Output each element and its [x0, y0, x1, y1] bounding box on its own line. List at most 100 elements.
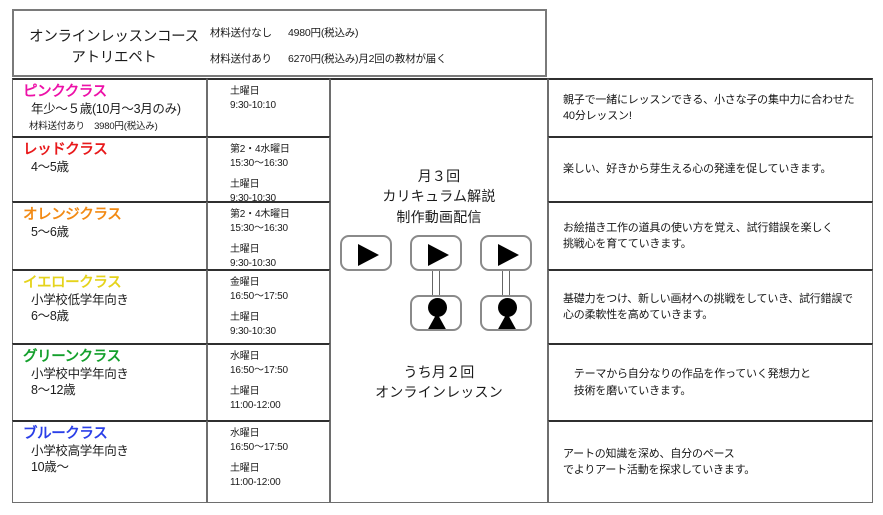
- class-name: オレンジクラス: [23, 207, 122, 223]
- schedule-day: 土曜日: [230, 386, 260, 397]
- schedule-day: 土曜日: [230, 463, 260, 474]
- schedule-day: 土曜日: [230, 244, 260, 255]
- schedule-entry: 第2・4水曜日 15:30〜16:30: [230, 143, 329, 170]
- schedule-time: 9:30-10:30: [230, 192, 276, 204]
- play-icon-box[interactable]: [340, 235, 392, 271]
- description-row[interactable]: 親子で一緒にレッスンできる、小さな子の集中力に合わせた 40分レッスン!: [548, 78, 873, 136]
- price-label: 材料送付なし: [210, 27, 272, 39]
- price-row: 材料送付あり 6270円(税込み)月2回の教材が届く: [210, 51, 540, 66]
- schedule-row[interactable]: 金曜日 16:50〜17:50 土曜日 9:30-10:30: [207, 269, 330, 343]
- schedule-day: 金曜日: [230, 277, 260, 288]
- description-text: 親子で一緒にレッスンできる、小さな子の集中力に合わせた 40分レッスン!: [563, 93, 855, 123]
- description-text: テーマから自分なりの作品を作っていく発想力と 技術を磨いていきます。: [573, 368, 811, 397]
- person-icon-head: [498, 298, 517, 317]
- schedule-time: 11:00-12:00: [230, 399, 281, 411]
- class-row[interactable]: イエロークラス小学校低学年向き 6〜8歳: [12, 269, 207, 343]
- connector-line: [432, 271, 440, 295]
- course-title: オンラインレッスンコース アトリエペト: [29, 29, 199, 67]
- class-age: 小学校低学年向き 6〜8歳: [31, 293, 129, 324]
- video-panel: 月３回 カリキュラム解説 制作動画配信 うち月２回 オンラインレッスン: [330, 78, 548, 503]
- class-age: 5〜6歳: [31, 225, 69, 240]
- price-row: 材料送付なし 4980円(税込み): [210, 25, 540, 40]
- description-row[interactable]: 楽しい、好きから芽生える心の発達を促していきます。: [548, 136, 873, 201]
- description-row[interactable]: お絵描き工作の道具の使い方を覚え、試行錯誤を楽しく 挑戦心を育てていきます。: [548, 201, 873, 269]
- schedule-day: 土曜日: [230, 86, 260, 97]
- person-icon-body: [497, 313, 517, 329]
- person-icon-box[interactable]: [410, 295, 462, 331]
- schedule-day: 土曜日: [230, 312, 260, 323]
- description-column: 親子で一緒にレッスンできる、小さな子の集中力に合わせた 40分レッスン! 楽しい、…: [548, 78, 873, 503]
- video-panel-footer: うち月２回 オンラインレッスン: [375, 364, 503, 401]
- class-row[interactable]: レッドクラス 4〜5歳: [12, 136, 207, 201]
- schedule-time: 16:50〜17:50: [230, 364, 288, 376]
- play-icon: [428, 244, 449, 266]
- description-text: お絵描き工作の道具の使い方を覚え、試行錯誤を楽しく 挑戦心を育てていきます。: [563, 221, 833, 251]
- play-icon-box[interactable]: [480, 235, 532, 271]
- class-row[interactable]: グリーンクラス小学校中学年向き 8〜12歳: [12, 343, 207, 420]
- class-row[interactable]: ピンククラス年少〜５歳(10月〜3月のみ) 材料送付あり 3980円(税込み): [12, 78, 207, 136]
- price-label: 材料送付あり: [210, 53, 272, 65]
- price-value: 6270円(税込み)月2回の教材が届く: [288, 53, 447, 65]
- schedule-entry: 土曜日 9:30-10:30: [230, 178, 329, 205]
- description-row[interactable]: 基礎力をつけ、新しい画材への挑戦をしていき、試行錯誤で 心の柔軟性を高めていきま…: [548, 269, 873, 343]
- price-value: 4980円(税込み): [288, 27, 359, 39]
- class-age: 小学校中学年向き 8〜12歳: [31, 367, 129, 398]
- schedule-entry: 水曜日 16:50〜17:50: [230, 427, 329, 454]
- class-column: ピンククラス年少〜５歳(10月〜3月のみ) 材料送付あり 3980円(税込み) レッ…: [12, 78, 207, 503]
- schedule-row[interactable]: 水曜日 16:50〜17:50 土曜日 11:00-12:00: [207, 343, 330, 420]
- class-name: イエロークラス: [23, 275, 122, 291]
- schedule-day: 水曜日: [230, 428, 260, 439]
- class-row[interactable]: ブルークラス小学校高学年向き 10歳〜: [12, 420, 207, 503]
- schedule-day: 第2・4木曜日: [230, 209, 290, 220]
- schedule-entry: 土曜日 9:30-10:30: [230, 311, 329, 338]
- schedule-time: 11:00-12:00: [230, 476, 281, 488]
- person-icon-body: [427, 313, 447, 329]
- schedule-time: 15:30〜16:30: [230, 222, 288, 234]
- person-icon-box[interactable]: [480, 295, 532, 331]
- schedule-day: 水曜日: [230, 351, 260, 362]
- description-text: アートの知識を深め、自分のペース でよりアート活動を探求していきます。: [563, 447, 756, 477]
- description-text: 基礎力をつけ、新しい画材への挑戦をしていき、試行錯誤で 心の柔軟性を高めていきま…: [563, 292, 853, 322]
- connector-line: [502, 271, 510, 295]
- schedule-row[interactable]: 土曜日 9:30-10:10: [207, 78, 330, 136]
- schedule-column: 土曜日 9:30-10:10 第2・4水曜日 15:30〜16:30 土曜日 9:30-1…: [207, 78, 330, 503]
- schedule-row[interactable]: 水曜日 16:50〜17:50 土曜日 11:00-12:00: [207, 420, 330, 503]
- schedule-row[interactable]: 第2・4水曜日 15:30〜16:30 土曜日 9:30-10:30: [207, 136, 330, 204]
- class-fee-note: 材料送付あり 3980円(税込み): [29, 121, 158, 133]
- person-icon-head: [428, 298, 447, 317]
- schedule-entry: 第2・4木曜日 15:30〜16:30: [230, 208, 329, 235]
- class-age: 4〜5歳: [31, 160, 69, 175]
- play-icon: [358, 244, 379, 266]
- play-icon: [498, 244, 519, 266]
- video-icon-cluster: [340, 235, 540, 340]
- schedule-time: 9:30-10:10: [230, 99, 276, 111]
- schedule-entry: 水曜日 16:50〜17:50: [230, 350, 329, 377]
- class-age: 年少〜５歳(10月〜3月のみ): [31, 102, 181, 117]
- class-name: ブルークラス: [23, 426, 108, 442]
- video-panel-heading: 月３回 カリキュラム解説 制作動画配信: [382, 168, 496, 225]
- class-name: グリーンクラス: [23, 349, 121, 365]
- play-icon-box[interactable]: [410, 235, 462, 271]
- description-row[interactable]: テーマから自分なりの作品を作っていく発想力と 技術を磨いていきます。: [548, 343, 873, 420]
- schedule-day: 土曜日: [230, 179, 260, 190]
- schedule-entry: 金曜日 16:50〜17:50: [230, 276, 329, 303]
- schedule-day: 第2・4水曜日: [230, 144, 290, 155]
- class-name: ピンククラス: [23, 84, 107, 100]
- schedule-time: 16:50〜17:50: [230, 290, 288, 302]
- schedule-entry: 土曜日 11:00-12:00: [230, 462, 329, 489]
- schedule-time: 15:30〜16:30: [230, 157, 288, 169]
- class-name: レッドクラス: [23, 142, 108, 158]
- schedule-time: 16:50〜17:50: [230, 441, 288, 453]
- schedule-time: 9:30-10:30: [230, 325, 276, 337]
- class-row[interactable]: オレンジクラス 5〜6歳: [12, 201, 207, 269]
- description-text: 楽しい、好きから芽生える心の発達を促していきます。: [563, 163, 832, 176]
- schedule-entry: 土曜日 11:00-12:00: [230, 385, 329, 412]
- schedule-entry: 土曜日 9:30-10:10: [230, 85, 329, 112]
- description-row[interactable]: アートの知識を深め、自分のペース でよりアート活動を探求していきます。: [548, 420, 873, 503]
- price-list: 材料送付なし 4980円(税込み) 材料送付あり 6270円(税込み)月2回の教材が届…: [210, 25, 540, 77]
- class-age: 小学校高学年向き 10歳〜: [31, 444, 129, 475]
